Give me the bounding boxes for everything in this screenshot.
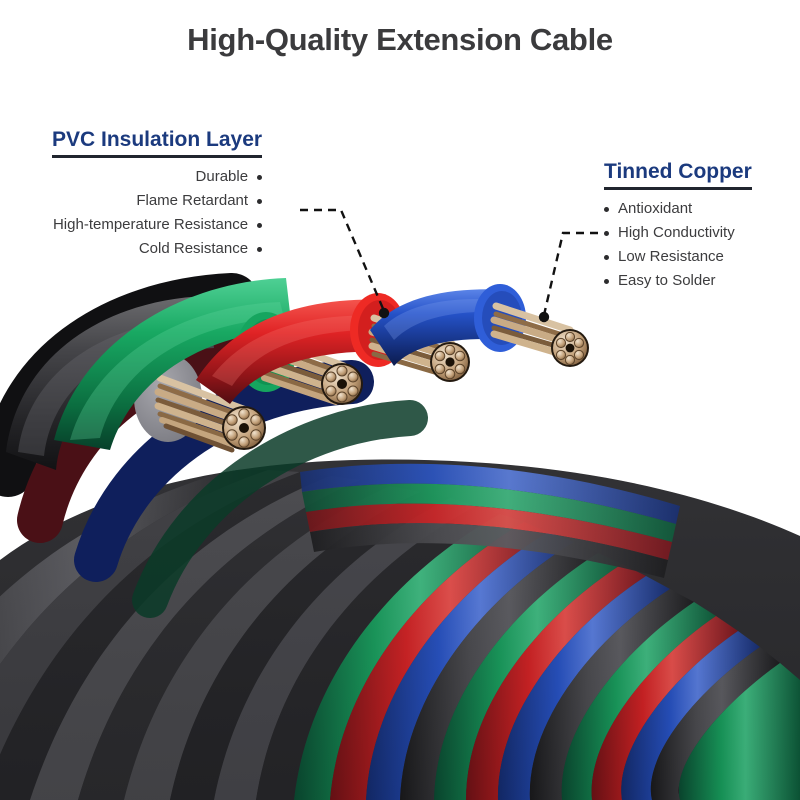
- bullet-icon: [257, 222, 263, 228]
- page-title: High-Quality Extension Cable: [187, 22, 613, 57]
- strand-cross-section-blue: [551, 329, 589, 367]
- bullet-icon: [604, 206, 609, 212]
- list-item-label: Antioxidant: [618, 200, 693, 218]
- annotation-heading-pvc: PVC Insulation Layer: [52, 128, 263, 151]
- list-item: Durable: [52, 165, 263, 189]
- list-item-label: Durable: [195, 168, 249, 186]
- bullet-icon: [257, 174, 263, 180]
- annotation-rule-copper: [604, 187, 752, 191]
- strand-cross-section-red: [430, 342, 470, 382]
- annotation-list-copper: Antioxidant High Conductivity Low Resist…: [604, 197, 752, 293]
- annotation-rule-pvc: [52, 155, 262, 159]
- list-item-label: Low Resistance: [618, 248, 724, 266]
- copper-strands-blue: [490, 302, 589, 367]
- list-item-label: High Conductivity: [618, 224, 735, 242]
- bullet-icon: [604, 230, 609, 236]
- cable-coil: [0, 459, 800, 800]
- wire-end-blue: [370, 284, 589, 367]
- list-item: High Conductivity: [604, 221, 752, 245]
- annotation-pvc-insulation: PVC Insulation Layer Durable Flame Retar…: [52, 128, 263, 261]
- strand-cross-section-green: [321, 363, 363, 405]
- list-item-label: Flame Retardant: [136, 192, 249, 210]
- list-item: Cold Resistance: [52, 237, 263, 261]
- bullet-icon: [604, 254, 609, 260]
- annotation-heading-copper: Tinned Copper: [604, 160, 752, 183]
- bullet-icon: [257, 246, 263, 252]
- list-item-label: Easy to Solder: [618, 272, 716, 290]
- copper-strands-green: [256, 332, 363, 405]
- list-item-label: High-temperature Resistance: [52, 216, 249, 234]
- strand-cross-section-black: [222, 406, 266, 450]
- list-item: Flame Retardant: [52, 189, 263, 213]
- list-item: Easy to Solder: [604, 269, 752, 293]
- bullet-icon: [257, 198, 263, 204]
- list-item-label: Cold Resistance: [138, 240, 249, 258]
- list-item: High-temperature Resistance: [52, 213, 263, 237]
- list-item: Low Resistance: [604, 245, 752, 269]
- annotation-tinned-copper: Tinned Copper Antioxidant High Conductiv…: [604, 160, 752, 293]
- copper-strands-black: [154, 374, 266, 453]
- bullet-icon: [604, 278, 609, 284]
- annotation-list-pvc: Durable Flame Retardant High-temperature…: [52, 165, 263, 261]
- list-item: Antioxidant: [604, 197, 752, 221]
